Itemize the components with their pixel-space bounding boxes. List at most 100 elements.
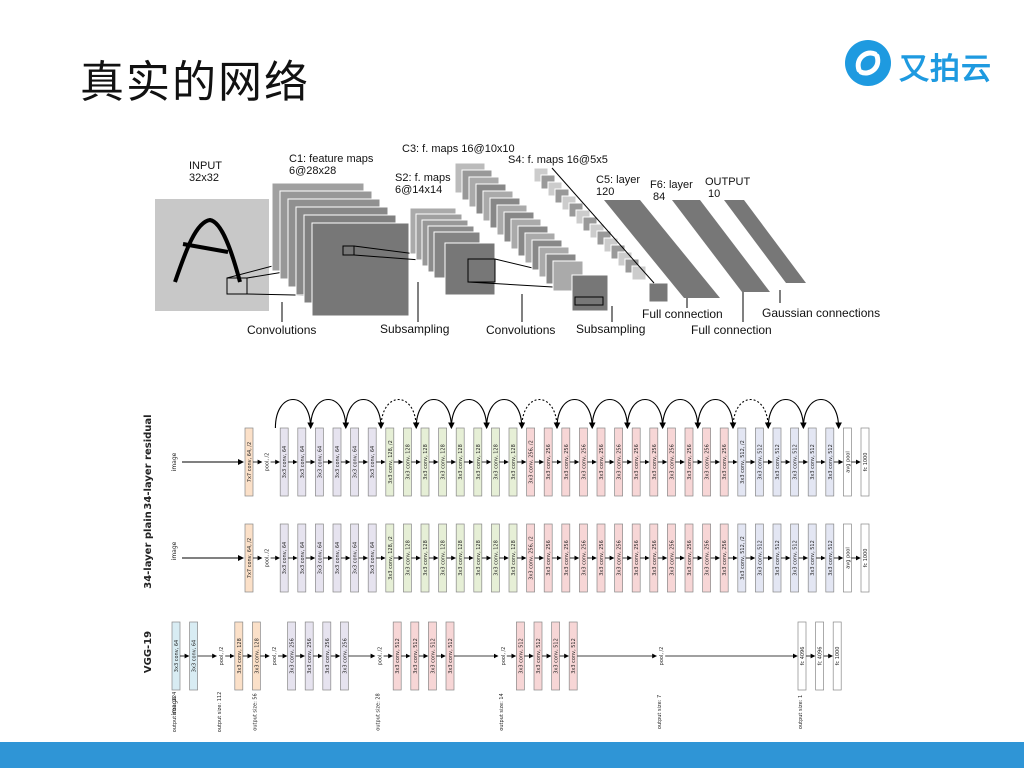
label-f6: F6: layer 84 [650, 179, 693, 203]
residual-block-label: 3x3 conv, 512 [810, 444, 816, 480]
vgg-block-label: 3x3 conv, 128 [237, 638, 243, 674]
plain-pool-label: pool, /2 [265, 549, 271, 568]
skip-connection [591, 399, 631, 430]
skip-connection [380, 399, 420, 430]
op-full-connection-2: Full connection [691, 323, 772, 337]
label-c3: C3: f. maps 16@10x10 [402, 143, 515, 155]
residual-block-label: 3x3 conv, 512 [793, 444, 799, 480]
vgg-block-label: 3x3 conv, 512 [554, 638, 560, 674]
residual-pool-label: pool, /2 [265, 453, 271, 472]
output-size-label: output size: 28 [376, 693, 382, 730]
residual-block-label: 3x3 conv, 256 [722, 444, 728, 480]
plain-block-label: 3x3 conv, 512 [828, 540, 834, 576]
skip-connection [345, 399, 385, 430]
op-full-connection-1: Full connection [642, 307, 723, 321]
residual-block-label: 3x3 conv, 512 [757, 444, 763, 480]
output-band [724, 200, 806, 283]
vgg-block-label: fc 4096 [800, 647, 806, 666]
plain-block-label: 3x3 conv, 256 [652, 540, 658, 576]
resnet-vgg-diagram: 34-layer residual 34-layer plain VGG-19 … [143, 399, 870, 733]
row-label-residual: 34-layer residual [143, 414, 154, 509]
plain-block-label: 3x3 conv, 256 [705, 540, 711, 576]
residual-block-label: 3x3 conv, 128 [458, 444, 464, 480]
residual-block [860, 427, 870, 497]
logo-text: 又拍云 [899, 52, 992, 87]
skip-connection [732, 399, 772, 430]
plain-block-label: 3x3 conv, 128 [511, 540, 517, 576]
vgg-block-label: 3x3 conv, 256 [342, 638, 348, 674]
vgg-block-label: 3x3 conv, 512 [536, 638, 542, 674]
bottom-bar [0, 742, 1024, 768]
residual-block-label: 3x3 conv, 64 [370, 446, 376, 478]
plain-block-label: 3x3 conv, 128 [423, 540, 429, 576]
residual-block-label: 3x3 conv, 64 [300, 446, 306, 478]
plain-block-label: 3x3 conv, 64 [300, 542, 306, 574]
plain-block-label: 3x3 conv, 128, /2 [388, 536, 394, 580]
skip-connection [310, 399, 350, 430]
plain-block-label: 3x3 conv, 128 [476, 540, 482, 576]
label-c5: C5: layer 120 [596, 174, 641, 198]
vgg-pool-label: pool, /2 [378, 647, 384, 666]
plain-block-label: 3x3 conv, 128 [458, 540, 464, 576]
plain-block-label: 3x3 conv, 64 [335, 542, 341, 574]
residual-block-label: 7x7 conv, 64, /2 [247, 442, 253, 482]
op-convolutions-1: Convolutions [247, 323, 317, 337]
residual-block-label: 3x3 conv, 256 [617, 444, 623, 480]
plain-block-label: 3x3 conv, 256 [581, 540, 587, 576]
plain-block-label: 3x3 conv, 64 [282, 542, 288, 574]
plain-block-label: 3x3 conv, 256 [599, 540, 605, 576]
logo: 又拍云 [845, 40, 995, 90]
plain-block-label: 3x3 conv, 256, /2 [529, 536, 535, 580]
vgg-block-label: 3x3 conv, 64 [174, 640, 180, 672]
vgg-block-label: fc 1000 [835, 647, 841, 666]
residual-block-label: 3x3 conv, 64 [353, 446, 359, 478]
plain-block-label: 3x3 conv, 512 [775, 540, 781, 576]
skip-connections [274, 399, 842, 430]
vgg-block-label: 3x3 conv, 256 [325, 638, 331, 674]
plain-block-label: 3x3 conv, 64 [353, 542, 359, 574]
vgg-pool-label: pool, /2 [219, 647, 225, 666]
plain-block-label: 3x3 conv, 512, /2 [740, 536, 746, 580]
label-output: OUTPUT 10 [705, 176, 751, 200]
skip-connection [626, 399, 666, 430]
residual-block-label: 3x3 conv, 256 [599, 444, 605, 480]
skip-connection [450, 399, 490, 430]
letter-a-stroke [173, 217, 242, 283]
skip-connection [521, 399, 561, 430]
plain-block-label: 3x3 conv, 256 [617, 540, 623, 576]
plain-block-label: 3x3 conv, 256 [722, 540, 728, 576]
plain-block-label: 3x3 conv, 64 [317, 542, 323, 574]
image-label-vgg: image [171, 696, 178, 715]
residual-block-label: avg pool [845, 451, 851, 472]
residual-block-label: 3x3 conv, 512 [775, 444, 781, 480]
residual-block-label: 3x3 conv, 256 [652, 444, 658, 480]
vgg-block-label: 3x3 conv, 256 [307, 638, 313, 674]
op-subsampling-2: Subsampling [576, 322, 646, 336]
residual-block-label: 3x3 conv, 256, /2 [529, 440, 535, 484]
residual-block-label: 3x3 conv, 64 [282, 446, 288, 478]
plain-block-label: 3x3 conv, 128 [441, 540, 447, 576]
vgg-block-label: 3x3 conv, 512 [518, 638, 524, 674]
residual-block-label: 3x3 conv, 128 [493, 444, 499, 480]
output-size-label: output size: 112 [217, 692, 223, 733]
row-label-vgg: VGG-19 [143, 631, 154, 673]
vgg-block-label: 3x3 conv, 512 [448, 638, 454, 674]
label-input: INPUT 32x32 [189, 160, 222, 184]
vgg-block-label: 3x3 conv, 512 [413, 638, 419, 674]
plain-block-label: 3x3 conv, 256 [687, 540, 693, 576]
residual-block-label: 3x3 conv, 64 [335, 446, 341, 478]
output-size-label: output size: 14 [499, 693, 505, 730]
label-s2: S2: f. maps 6@14x14 [395, 172, 451, 196]
skip-connection [274, 399, 314, 430]
row-label-plain: 34-layer plain [143, 511, 154, 589]
residual-block-label: fc 1000 [863, 453, 869, 472]
c5-band [604, 200, 720, 298]
plain-block-label: fc 1000 [863, 549, 869, 568]
slide-title: 真实的网络 [80, 57, 310, 108]
vgg-pool-label: pool, /2 [659, 647, 665, 666]
op-convolutions-2: Convolutions [486, 323, 556, 337]
op-gaussian-connections: Gaussian connections [762, 306, 881, 320]
vgg-block [832, 621, 842, 691]
